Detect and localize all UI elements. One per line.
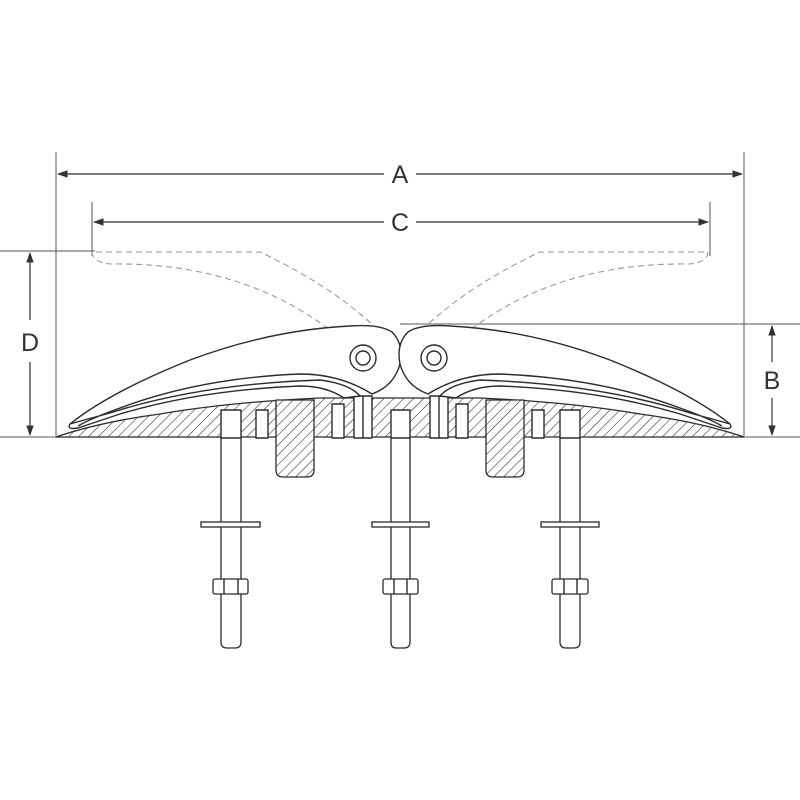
dimension-b-label: B <box>764 367 781 395</box>
bolt-right <box>540 407 600 649</box>
bolt-left-washer <box>200 521 261 528</box>
bolt-center <box>371 407 430 649</box>
cleat-base-section <box>55 395 745 478</box>
base-pocket <box>331 403 345 439</box>
base-bolt-channel <box>559 409 581 439</box>
right-arm-folded <box>398 324 732 430</box>
open-arms-outline <box>91 251 709 375</box>
pivot-hole-left <box>355 350 371 366</box>
bolt-left-nut <box>212 578 249 595</box>
base-bolt-channel <box>220 409 242 439</box>
bolt-center-nut <box>382 578 419 595</box>
bolt-left-shaft <box>220 407 242 649</box>
bolt-right-nut <box>551 578 589 595</box>
dimension-d: D <box>0 250 95 438</box>
pivot-hole-right <box>426 350 442 366</box>
dimension-c: C <box>91 202 711 256</box>
bolt-right-shaft <box>559 407 581 649</box>
base-pocket <box>531 409 545 439</box>
bolt-right-washer <box>540 521 600 528</box>
dimension-a-label: A <box>392 161 409 189</box>
dimension-d-label: D <box>21 329 39 357</box>
dimension-a: A <box>55 152 745 436</box>
bolt-left <box>200 407 261 649</box>
dimension-b: B <box>400 323 800 438</box>
base-pocket <box>455 403 469 439</box>
dimension-c-label: C <box>391 209 409 237</box>
base-left-keel <box>275 399 315 478</box>
base-bolt-channel <box>390 409 411 439</box>
base-pocket <box>255 409 269 439</box>
left-arm-open-outline <box>91 251 385 375</box>
bolt-center-shaft <box>390 407 411 649</box>
base-right-keel <box>485 399 525 478</box>
bolt-center-washer <box>371 521 430 528</box>
right-arm-open-outline <box>415 251 709 375</box>
folded-arms <box>68 324 732 430</box>
